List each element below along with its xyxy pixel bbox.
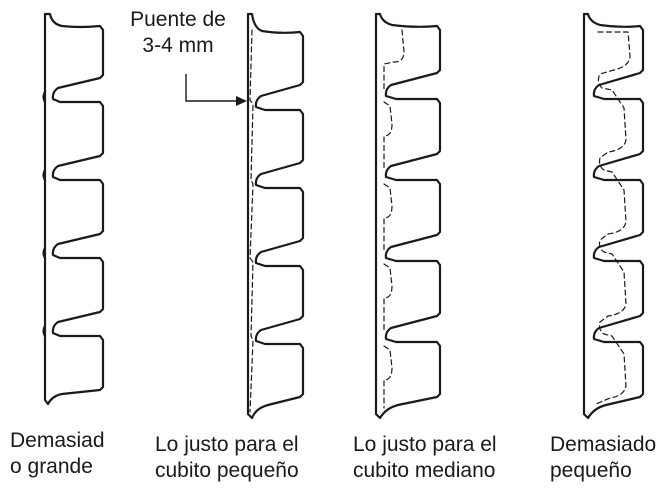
tray-outline <box>246 12 305 420</box>
small-cube-fill-line <box>249 29 254 413</box>
tray-outline <box>374 12 442 420</box>
tray-fits-medium-cube <box>374 12 442 420</box>
caption-too-small: Demasiado pequeño <box>550 433 657 482</box>
caption-fits-medium-cube: Lo justo para el cubito mediano <box>353 433 497 482</box>
caption-fits-small-cube: Lo justo para el cubito pequeño <box>155 433 299 482</box>
tray-outline <box>43 12 105 406</box>
tray-outer-bumps <box>42 90 47 338</box>
tray-too-large <box>42 12 105 406</box>
small-cube-fill-line <box>595 31 631 405</box>
bridge-callout-label: Puente de 3-4 mm <box>118 7 238 59</box>
bridge-callout-arrow <box>185 74 247 106</box>
caption-too-large: Demasiad o grande <box>10 429 105 478</box>
tray-fits-small-cube <box>185 12 305 420</box>
tray-outline <box>582 12 645 420</box>
tray-too-small <box>582 12 645 420</box>
callout-line-1: Puente de <box>130 8 226 31</box>
medium-cube-fill-line <box>383 29 405 409</box>
callout-line-2: 3-4 mm <box>142 34 214 57</box>
